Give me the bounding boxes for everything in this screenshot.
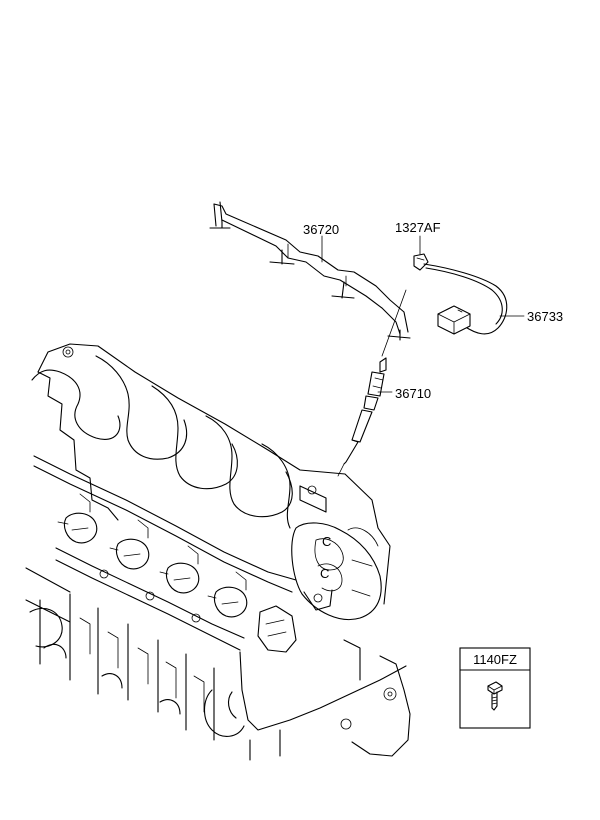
leader-lines [321,235,525,393]
callout-36733: 36733 [527,309,563,324]
svg-text:C: C [320,566,329,581]
glow-plug-harness[interactable] [209,201,411,341]
engine-block-drawing: C C [25,343,411,761]
callout-36720: 36720 [303,222,339,237]
harness-clip[interactable] [413,253,429,271]
callout-1327AF: 1327AF [395,220,441,235]
svg-text:C: C [322,534,331,549]
callout-36710: 36710 [395,386,431,401]
glow-plug[interactable] [337,289,407,477]
bolt-icon [487,681,503,711]
legend-part-number: 1140FZ [473,652,517,667]
sensor-cable[interactable] [423,263,508,335]
legend-box[interactable]: 1140FZ [459,647,531,729]
